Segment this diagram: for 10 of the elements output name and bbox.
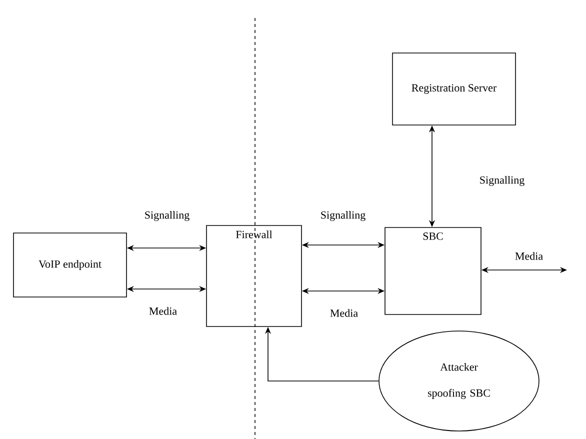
process-box: VoIP endpoint: [13, 232, 127, 298]
edge-label: Media: [514, 251, 544, 261]
edge-label: Signalling: [478, 175, 526, 187]
process-box: SBC: [384, 227, 482, 315]
edge-label: Media: [148, 306, 178, 316]
process-box: Firewall: [206, 225, 302, 327]
edge-label: Media: [328, 308, 360, 318]
edge-label: Signalling: [319, 210, 367, 222]
process-box: Registration Server: [392, 52, 516, 126]
edge-label: Signalling: [143, 210, 191, 222]
